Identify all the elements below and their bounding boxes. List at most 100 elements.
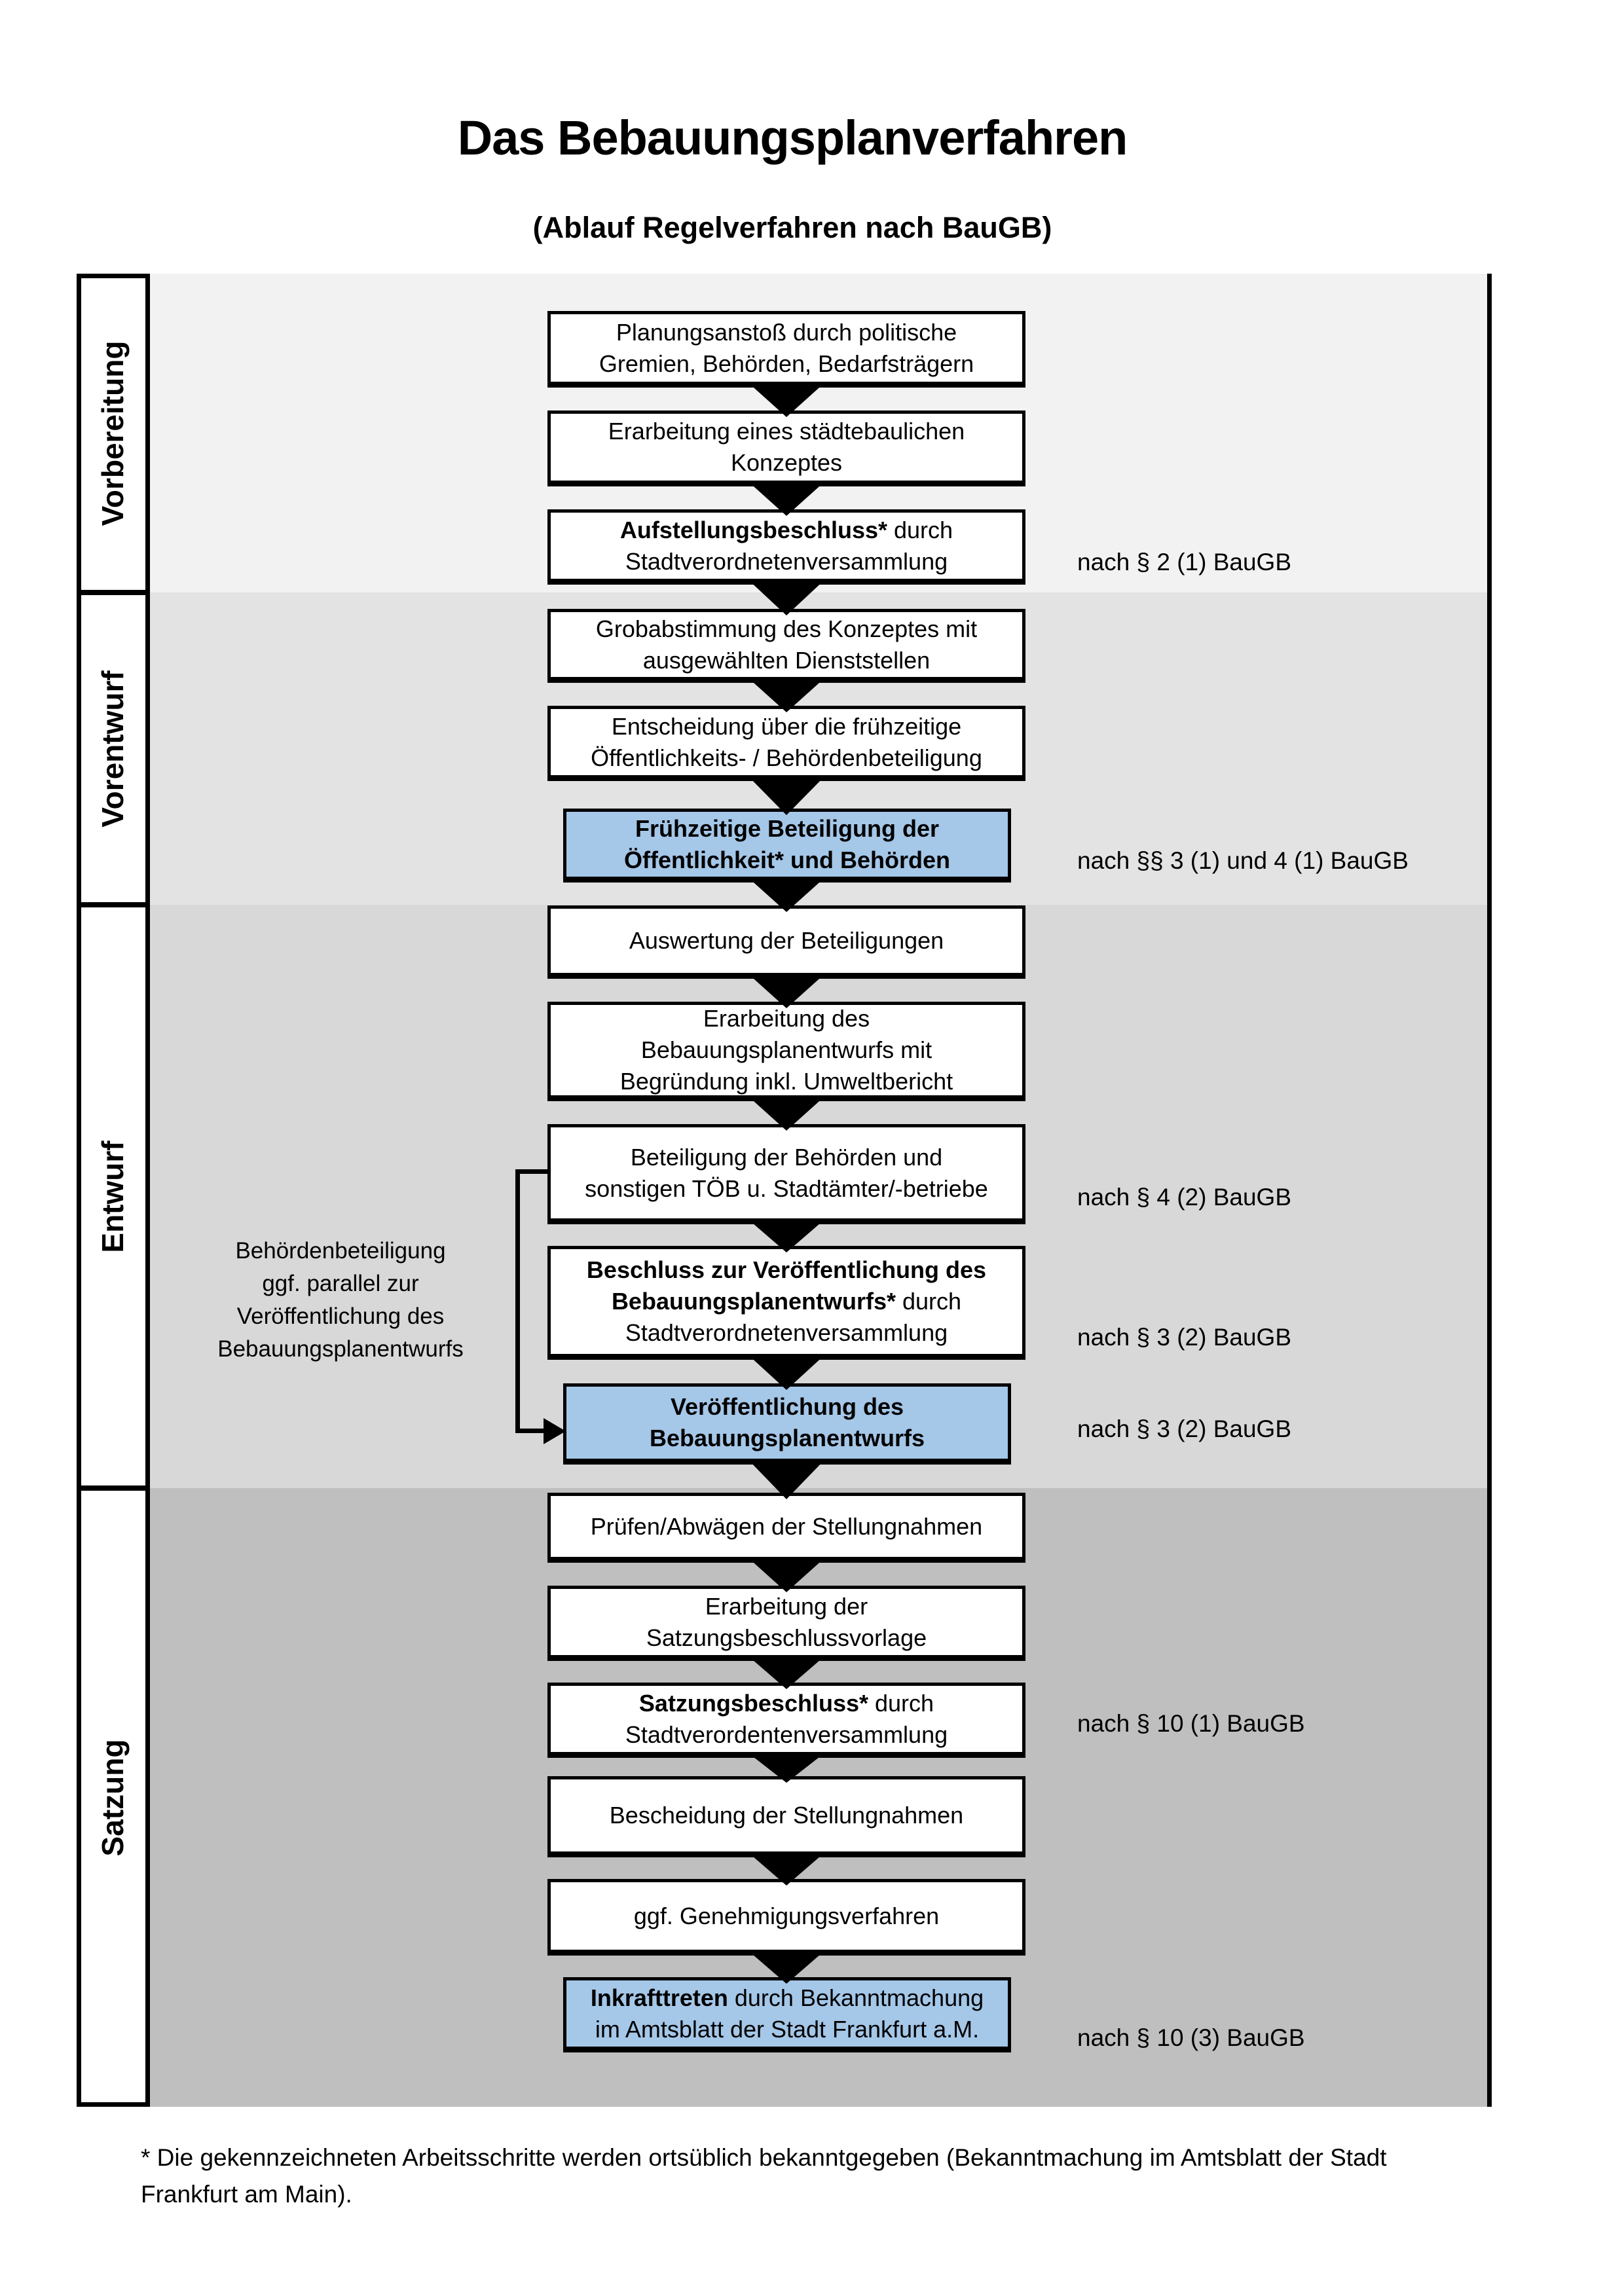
legal-reference: nach § 3 (2) BauGB [1077, 1324, 1292, 1351]
flow-box-text: im Amtsblatt der Stadt Frankfurt a.M. [595, 2015, 980, 2043]
parallel-note-line: ggf. parallel zur [262, 1271, 419, 1296]
flow-box-text-bold: Frühzeitige Beteiligung der [635, 814, 940, 842]
flow-arrow-down-icon [748, 1753, 825, 1783]
flow-box-text-line: im Amtsblatt der Stadt Frankfurt a.M. [595, 2014, 979, 2045]
flow-box-text-line: Bebauungsplanentwurfs [650, 1423, 925, 1454]
flow-box-text-line: Planungsanstoß durch politische [616, 317, 957, 348]
flow-box-text-line: Beteiligung der Behörden und [631, 1142, 942, 1173]
flow-box-text: Erarbeitung eines städtebaulichen [608, 418, 965, 445]
legal-reference: nach § 10 (1) BauGB [1077, 1710, 1305, 1737]
flow-box-text: Satzungsbeschlussvorlage [646, 1624, 927, 1651]
flow-box-12: Prüfen/Abwägen der Stellungnahmen [547, 1493, 1025, 1563]
flow-box-15: Bescheidung der Stellungnahmen [547, 1776, 1025, 1857]
flow-box-text-line: Erarbeitung eines städtebaulichen [608, 416, 965, 447]
legal-reference: nach § 2 (1) BauGB [1077, 549, 1292, 575]
legal-reference: nach § 3 (2) BauGB [1077, 1415, 1292, 1442]
flow-arrow-down-icon [748, 1355, 825, 1390]
flow-box-text-line: Grobabstimmung des Konzeptes mit [596, 613, 977, 645]
flow-box-text: sonstigen TÖB u. Stadtämter/-betriebe [585, 1175, 988, 1202]
flow-box-text-bold: Beschluss zur Veröffentlichung des [586, 1256, 987, 1283]
flow-box-text-line: Inkrafttreten durch Bekanntmachung [591, 1982, 984, 2014]
flow-box-text-line: Öffentlichkeits- / Behördenbeteiligung [591, 742, 982, 774]
parallel-note-line: Bebauungsplanentwurfs [217, 1336, 464, 1362]
flow-arrow-down-icon [748, 877, 825, 912]
flow-arrow-down-icon [748, 382, 825, 417]
flow-box-text: Bebauungsplanentwurfs mit [640, 1036, 932, 1063]
label-column-divider [81, 1485, 150, 1491]
flow-box-text: durch [887, 516, 953, 543]
flow-box-text-line: Entscheidung über die frühzeitige [612, 711, 961, 742]
flow-box-text-line: Bebauungsplanentwurfs* durch [612, 1286, 961, 1317]
flow-box-text: Öffentlichkeits- / Behördenbeteiligung [591, 744, 982, 771]
flow-box-text-line: Aufstellungsbeschluss* durch [620, 515, 953, 546]
flow-box-text-line: Gremien, Behörden, Bedarfsträgern [599, 348, 974, 380]
flow-arrow-down-icon [748, 1219, 825, 1252]
flow-box-text-bold: Bebauungsplanentwurfs [649, 1425, 925, 1451]
flow-box-text-line: Auswertung der Beteiligungen [629, 925, 944, 957]
page-title: Das Bebauungsplanverfahren [457, 111, 1128, 165]
flow-box-text: Grobabstimmung des Konzeptes mit [595, 615, 978, 642]
flow-box-text: durch Bekanntmachung [728, 1984, 984, 2011]
parallel-note-line: Veröffentlichung des [236, 1303, 445, 1329]
flow-box-text-line: Prüfen/Abwägen der Stellungnahmen [591, 1511, 982, 1542]
flow-box-text: Planungsanstoß durch politische [616, 318, 957, 346]
flow-arrow-down-icon [748, 1852, 825, 1886]
flow-arrow-down-icon [748, 1656, 825, 1689]
section-label-satzung: Satzung [96, 1739, 130, 1856]
legal-reference: nach § 10 (3) BauGB [1077, 2024, 1305, 2051]
flow-box-text-bold: Öffentlichkeit* und Behörden [623, 846, 951, 873]
flow-box-text-line: ausgewählten Dienststellen [643, 645, 930, 676]
connector-vertical-line [515, 1169, 520, 1433]
flow-box-text-line: Öffentlichkeit* und Behörden [624, 845, 950, 876]
flow-box-text: Prüfen/Abwägen der Stellungnahmen [590, 1512, 983, 1540]
flow-arrow-down-icon [748, 1459, 825, 1499]
flow-box-text: Stadtverordnetenversammlung [625, 1319, 948, 1346]
flow-arrow-down-icon [748, 1096, 825, 1131]
flow-box-text-line: Satzungsbeschluss* durch [639, 1688, 934, 1719]
flow-box-text: durch [895, 1288, 962, 1315]
section-label-vorbereitung: Vorbereitung [96, 340, 130, 526]
flow-box-text: ggf. Genehmigungsverfahren [633, 1902, 940, 1929]
page-subtitle: (Ablauf Regelverfahren nach BauGB) [532, 211, 1052, 244]
flow-box-text-line: Frühzeitige Beteiligung der [635, 813, 939, 845]
flow-box-text-line: Bescheidung der Stellungnahmen [610, 1800, 963, 1831]
flow-box-text-line: Bebauungsplanentwurfs mit [641, 1034, 932, 1066]
flow-box-text: durch [868, 1689, 934, 1717]
label-column-divider [81, 590, 150, 595]
flow-box-text-line: Erarbeitung des [703, 1003, 870, 1034]
connector-bottom-segment [515, 1429, 545, 1433]
flow-box-text-bold: Aufstellungsbeschluss* [619, 516, 888, 543]
flow-arrow-down-icon [748, 678, 825, 712]
flow-box-text-bold: Bebauungsplanentwurfs* [611, 1288, 896, 1315]
label-column-border [145, 274, 150, 2107]
flow-box-text-line: sonstigen TÖB u. Stadtämter/-betriebe [585, 1173, 988, 1205]
flow-box-text-bold: Satzungsbeschluss* [638, 1689, 869, 1717]
footnote: * Die gekennzeichneten Arbeitsschritte w… [141, 2140, 1496, 2213]
connector-top-segment [515, 1169, 547, 1174]
flow-box-text-line: Stadtverordnetenversammlung [625, 1317, 948, 1349]
label-column-divider [81, 902, 150, 907]
flow-box-text: Bescheidung der Stellungnahmen [609, 1802, 964, 1829]
flow-box-text: Begründung inkl. Umweltbericht [619, 1068, 953, 1095]
flow-box-text: Erarbeitung des [703, 1005, 870, 1032]
footnote-line: Frankfurt am Main). [141, 2181, 352, 2208]
flow-box-text: Gremien, Behörden, Bedarfsträgern [599, 350, 974, 377]
flow-box-7: Auswertung der Beteiligungen [547, 905, 1025, 979]
legal-reference: nach §§ 3 (1) und 4 (1) BauGB [1077, 847, 1409, 874]
section-label-entwurf: Entwurf [96, 1140, 130, 1253]
flow-box-16: ggf. Genehmigungsverfahren [547, 1879, 1025, 1956]
legal-reference: nach § 4 (2) BauGB [1077, 1184, 1292, 1211]
flow-arrow-down-icon [748, 481, 825, 516]
